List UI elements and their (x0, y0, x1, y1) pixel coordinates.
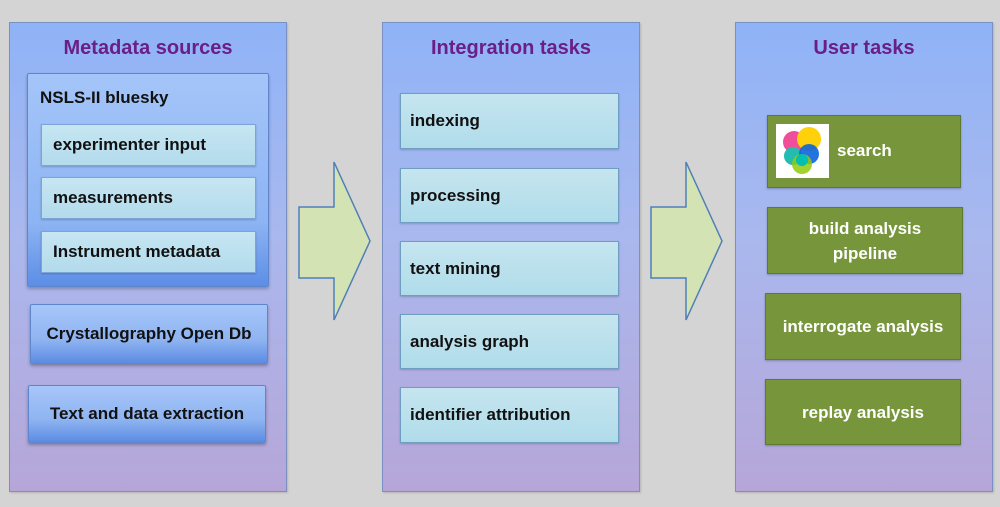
metadata-sources-title: Metadata sources (63, 37, 233, 59)
search-label: search (837, 141, 892, 160)
text-mining-box: text mining (400, 241, 619, 296)
crystallography-open-db-box: Crystallography Open Db (30, 304, 268, 364)
arrow-right-icon (298, 161, 371, 321)
experimenter-input-box: experimenter input (41, 124, 256, 166)
analysis-graph-box: analysis graph (400, 314, 619, 369)
measurements-box: measurements (41, 177, 256, 219)
user-tasks-panel: User tasks search build analysis pipelin… (735, 22, 993, 492)
metadata-sources-panel: Metadata sources NSLS-II bluesky experim… (9, 22, 287, 492)
user-tasks-title: User tasks (813, 37, 915, 59)
identifier-attribution-box: identifier attribution (400, 387, 619, 443)
replay-analysis-box: replay analysis (765, 379, 961, 445)
bluesky-label: NSLS-II bluesky (40, 88, 169, 107)
arrow-right-icon (650, 161, 723, 321)
elastic-logo-icon (776, 124, 829, 178)
integration-tasks-title: Integration tasks (430, 37, 592, 59)
indexing-box: indexing (400, 93, 619, 149)
build-line-1: build analysis (808, 218, 922, 238)
interrogate-analysis-box: interrogate analysis (765, 293, 961, 360)
text-data-extraction-box: Text and data extraction (28, 385, 266, 443)
search-box: search (767, 115, 961, 188)
processing-box: processing (400, 168, 619, 223)
integration-tasks-panel: Integration tasks indexing processing te… (382, 22, 640, 492)
build-line-2: pipeline (832, 243, 898, 263)
build-analysis-pipeline-box: build analysis pipeline (767, 207, 963, 274)
instrument-metadata-box: Instrument metadata (41, 231, 256, 273)
bluesky-group: NSLS-II bluesky experimenter input measu… (27, 73, 269, 287)
